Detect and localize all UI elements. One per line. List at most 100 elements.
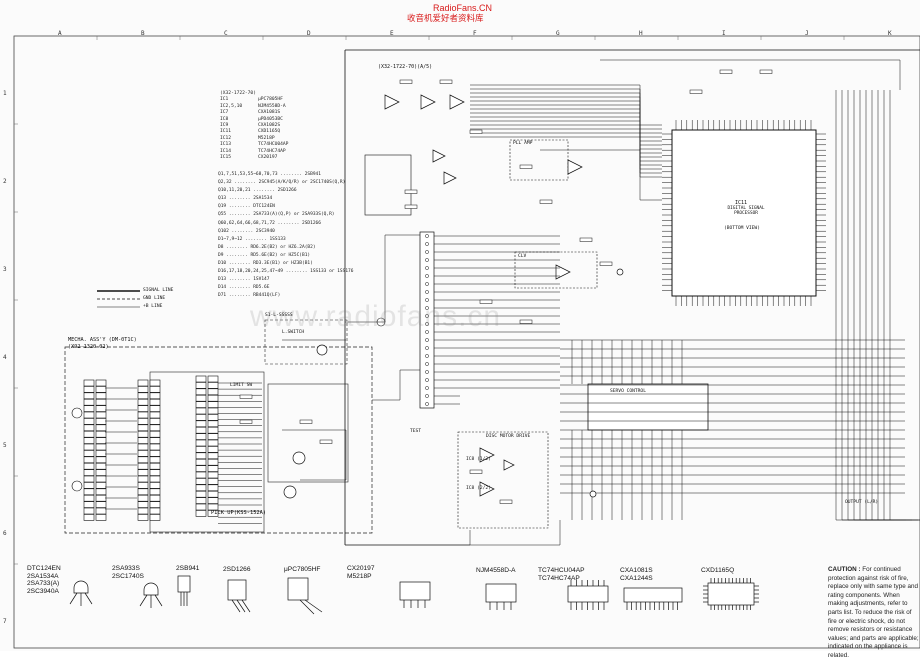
connector-pin xyxy=(195,510,207,517)
part-name: TC74HCU04AP xyxy=(538,567,585,574)
ic8b-label: IC8 (2/2) xyxy=(466,486,491,491)
resistor xyxy=(239,394,253,399)
transistor-list-item: D8 ........ RD6.2E(B2) or HZ6.2A(B2) xyxy=(218,244,316,250)
connector-pin xyxy=(137,514,149,521)
part-name: NJM4558D-A xyxy=(476,567,516,574)
grid-column-label: K xyxy=(888,30,892,37)
test-point-b xyxy=(616,268,624,276)
op-amp xyxy=(479,481,495,497)
dip8-package xyxy=(399,581,431,601)
connector-pin xyxy=(95,430,107,438)
connector-pin xyxy=(149,430,161,438)
connector-pin xyxy=(149,456,161,464)
connector-pin xyxy=(95,469,107,476)
legend-b-line: +B LINE xyxy=(143,304,163,309)
connector-pin xyxy=(137,398,149,406)
connector-pin xyxy=(83,462,95,470)
connector-pin xyxy=(83,450,95,457)
connector-pin xyxy=(137,443,149,451)
connector-pin xyxy=(95,456,107,464)
resistor xyxy=(719,69,733,74)
grid-column-label: H xyxy=(639,30,643,37)
part-group-4: 2SD1266 xyxy=(223,566,251,574)
op-amp xyxy=(567,159,583,175)
part-group-5: μPC7805HF xyxy=(284,566,320,574)
connector-pin xyxy=(95,424,107,432)
connector-pin xyxy=(149,475,161,483)
qfp-package xyxy=(707,582,755,606)
connector-pin xyxy=(83,507,95,515)
connector-pin xyxy=(95,462,107,470)
part-name: 2SA1534A xyxy=(27,572,59,580)
op-amp xyxy=(384,94,400,110)
grid-row-label: 1 xyxy=(3,90,7,97)
connector-pin xyxy=(149,450,161,457)
transistor-list-item: Q13 ........ 2SA1534 xyxy=(218,196,273,202)
connector-pin xyxy=(195,375,207,383)
connector-pin xyxy=(207,484,219,492)
connector-pin xyxy=(195,439,207,447)
spindle-motor xyxy=(292,451,306,465)
connector-pin xyxy=(95,398,107,406)
connector-pin xyxy=(195,407,207,415)
resistor xyxy=(689,89,703,94)
connector-pin xyxy=(195,458,207,466)
connector-pin xyxy=(207,490,219,498)
clv-label: CLV xyxy=(518,254,527,259)
resistor xyxy=(479,299,493,304)
connector-pin xyxy=(149,379,161,387)
connector-pin xyxy=(149,398,161,406)
resistor xyxy=(499,499,513,504)
part-group-10: CXD1165Q xyxy=(701,567,734,575)
grid-row-label: 7 xyxy=(3,618,7,625)
connector-pin xyxy=(95,450,107,457)
connector-pin xyxy=(83,501,95,508)
dsp-name: DIGITAL SIGNAL PROCESSOR xyxy=(727,206,765,216)
transistor-list-item: D13 ........ 1SV147 xyxy=(218,277,270,283)
connector-pin xyxy=(149,507,161,515)
dsp-chip xyxy=(671,129,817,297)
dip14-package xyxy=(567,585,609,603)
grid-column-label: I xyxy=(722,30,726,37)
connector-pin xyxy=(83,482,95,489)
connector-pin xyxy=(149,514,161,521)
pll-block xyxy=(509,139,569,181)
connector-pin xyxy=(149,501,161,508)
connector-pin xyxy=(83,430,95,438)
part-name: 2SD1266 xyxy=(223,566,251,573)
connector-pin xyxy=(207,510,219,517)
dsp-chip-label: IC11 xyxy=(735,200,748,206)
connector-pin xyxy=(195,382,207,389)
connector-pin xyxy=(195,420,207,428)
connector-pin xyxy=(149,494,161,502)
connector-pin xyxy=(207,465,219,472)
resistor xyxy=(469,469,483,474)
part-name: μPC7805HF xyxy=(284,566,321,573)
transistor-list-item: Q55 ........ 2SA733(A)(Q,P) or 2SA933S(Q… xyxy=(218,212,335,218)
disc-motor-label: DISC MOTOR DRIVE xyxy=(486,434,531,439)
op-amp xyxy=(432,149,446,163)
connector-pin xyxy=(149,482,161,489)
part-group-9: CXA1081S CXA1244S xyxy=(620,567,653,582)
part-group-8: TC74HCU04AP TC74HC74AP xyxy=(538,567,585,582)
connector-pin xyxy=(137,418,149,425)
connector-pin xyxy=(95,443,107,451)
to92-package xyxy=(143,582,159,596)
resistor xyxy=(404,189,418,194)
caution-note: CAUTION : For continued protection again… xyxy=(828,566,920,661)
part-group-2: 2SA933S 2SC1740S xyxy=(112,565,144,580)
op-amp xyxy=(420,94,436,110)
connector-pin xyxy=(95,386,107,393)
connector-pin xyxy=(207,414,219,421)
op-amp xyxy=(503,459,515,471)
connector-pin xyxy=(207,452,219,460)
connector-pin xyxy=(83,418,95,425)
pcb-label: (X32-1722-70)(A/5) xyxy=(378,64,433,70)
connector-pin xyxy=(207,388,219,396)
